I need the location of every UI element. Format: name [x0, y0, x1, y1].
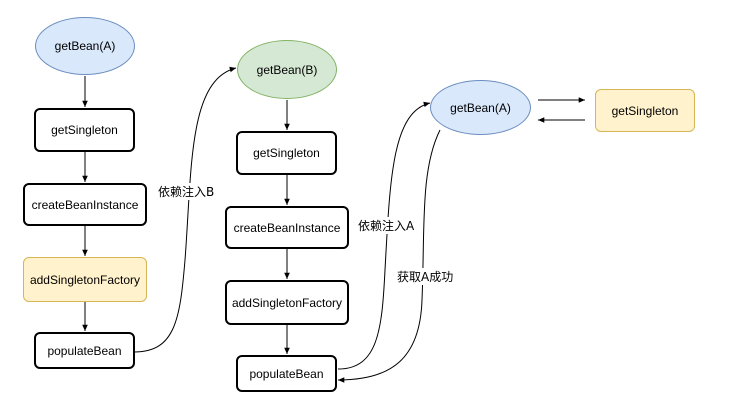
node-getbean-a-second: getBean(A) [430, 80, 531, 135]
node-b-createbeaninstance: createBeanInstance [225, 206, 349, 249]
node-a-createbeaninstance: createBeanInstance [23, 183, 147, 226]
node-b-populatebean: populateBean [236, 355, 337, 392]
node-label: getSingleton [611, 103, 679, 118]
node-b-addsingletonfactory: addSingletonFactory [225, 280, 349, 325]
node-getbean-b: getBean(B) [237, 40, 337, 99]
curve-inject-a [337, 101, 431, 370]
node-label: getBean(A) [450, 100, 511, 115]
node-label: createBeanInstance [31, 197, 139, 212]
node-a-populatebean: populateBean [34, 332, 135, 369]
node-getbean-a: getBean(A) [35, 17, 135, 75]
node-label: getSingleton [51, 123, 118, 137]
node-label: populateBean [47, 343, 122, 358]
node-b-getsingleton: getSingleton [236, 131, 337, 175]
edge-label-inject-a: 依赖注入A [358, 217, 415, 234]
node-label: addSingletonFactory [29, 272, 141, 287]
edge-label-get-a-success: 获取A成功 [397, 268, 454, 285]
node-label: getSingleton [253, 146, 320, 160]
node-label: getBean(A) [54, 39, 116, 53]
node-label: populateBean [249, 366, 324, 381]
curve-inject-b [133, 66, 237, 353]
node-label: addSingletonFactory [231, 295, 343, 310]
node-getsingleton-cache: getSingleton [595, 89, 695, 132]
edge-label-inject-b: 依赖注入B [158, 183, 215, 200]
node-a-getsingleton: getSingleton [34, 108, 135, 152]
node-label: getBean(B) [256, 62, 318, 77]
node-label: createBeanInstance [233, 220, 341, 235]
curve-get-a-success [337, 129, 441, 383]
node-a-addsingletonfactory: addSingletonFactory [23, 257, 147, 302]
